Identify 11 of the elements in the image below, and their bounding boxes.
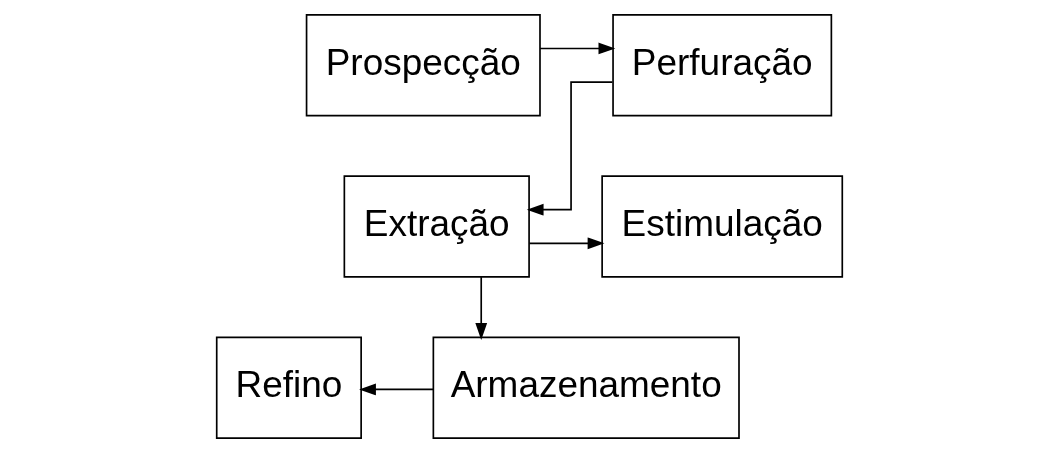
node-box: Perfuração bbox=[611, 14, 832, 117]
node-box: Prospecção bbox=[305, 14, 541, 117]
arrow bbox=[358, 383, 434, 396]
arrow bbox=[538, 42, 615, 55]
arrow bbox=[526, 81, 613, 216]
node-box: Estimulação bbox=[600, 175, 843, 278]
arrow bbox=[528, 237, 604, 250]
node-box: Refino bbox=[215, 336, 362, 439]
node-box: Extração bbox=[343, 175, 530, 278]
node-box: Armazenamento bbox=[432, 336, 740, 439]
arrow bbox=[474, 276, 487, 340]
